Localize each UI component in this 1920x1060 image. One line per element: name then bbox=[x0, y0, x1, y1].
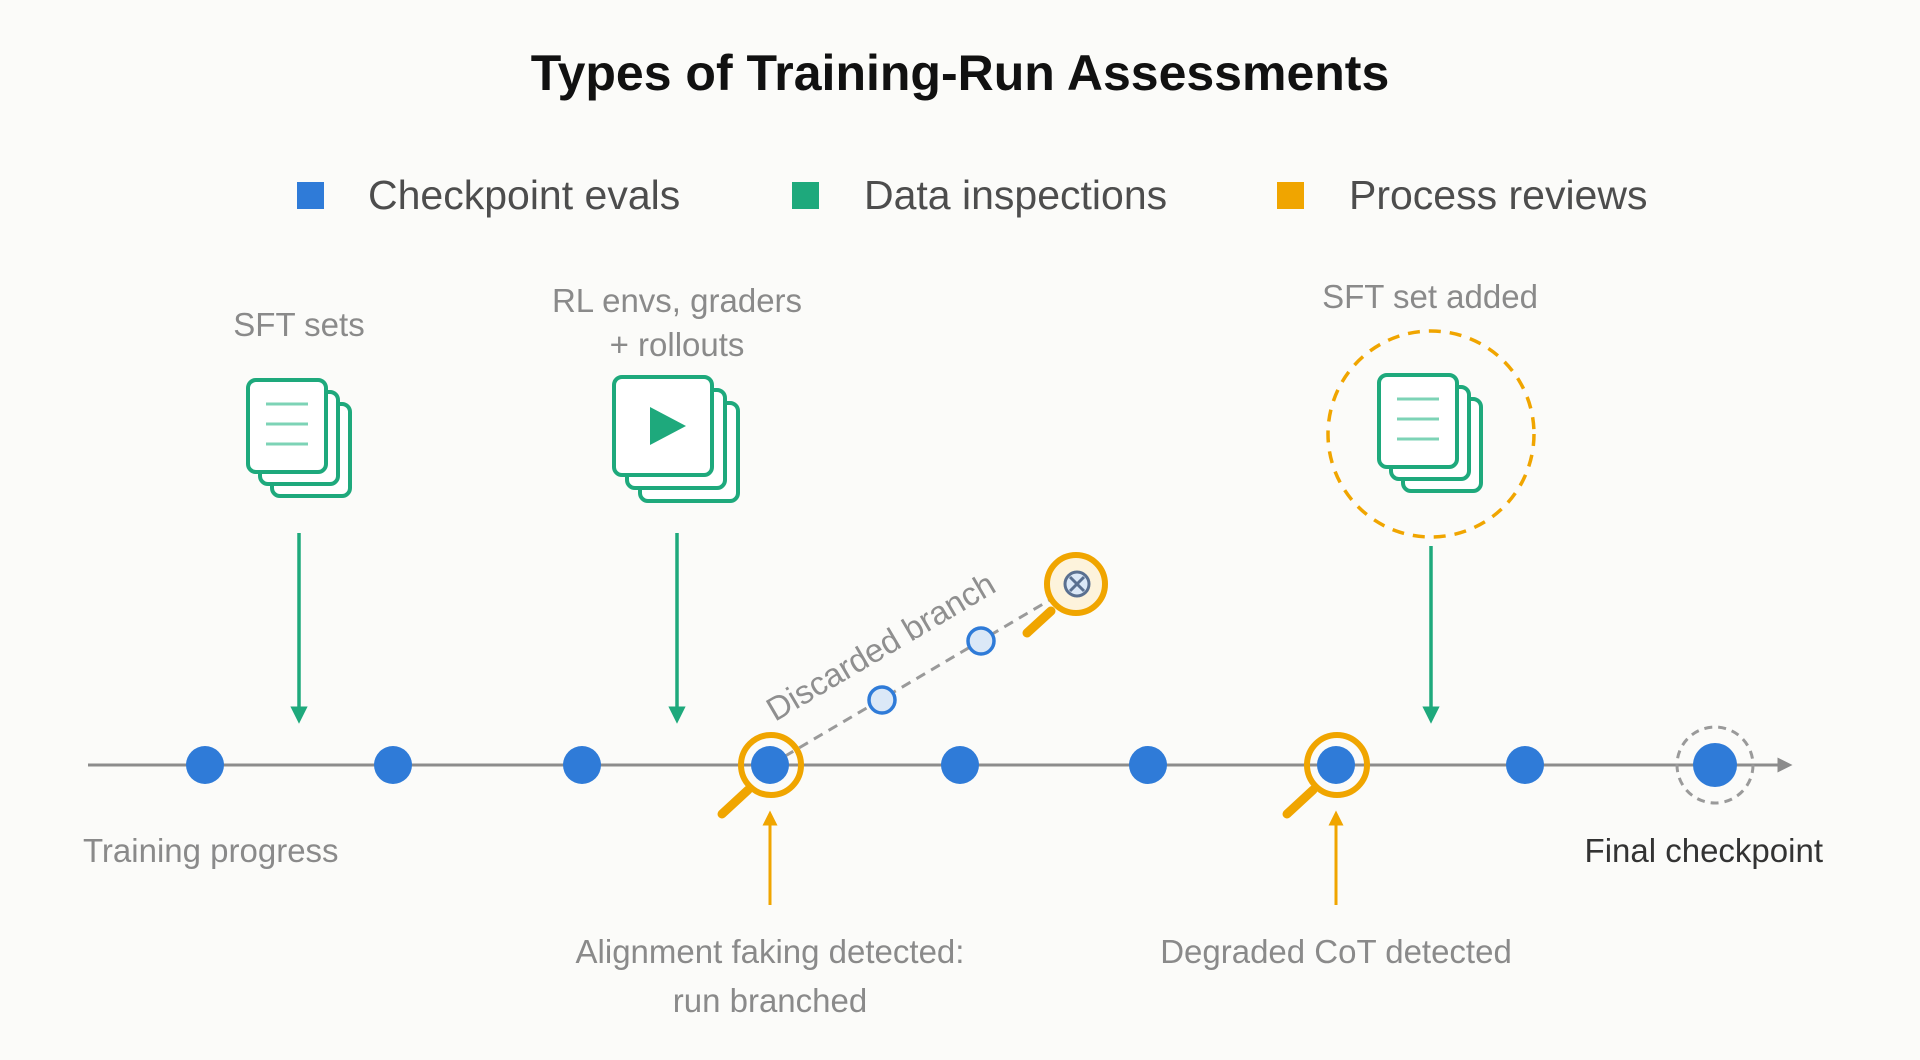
data-inspection-sft-sets: SFT sets bbox=[233, 306, 365, 724]
process-review-degraded-cot: Degraded CoT detected bbox=[1160, 732, 1512, 970]
timeline-start-label: Training progress bbox=[83, 832, 339, 869]
magnifier-icon bbox=[1022, 552, 1108, 638]
process-review-alignment: Alignment faking detected: run branched bbox=[576, 732, 965, 1019]
inspection-label: SFT sets bbox=[233, 306, 364, 343]
legend-swatch-green bbox=[792, 182, 819, 209]
branch-line bbox=[769, 582, 1078, 767]
x-circle-icon bbox=[1063, 570, 1091, 598]
checkpoint bbox=[186, 746, 224, 784]
checkpoint bbox=[563, 746, 601, 784]
review-label: Degraded CoT detected bbox=[1160, 933, 1512, 970]
diagram-title: Types of Training-Run Assessments bbox=[531, 45, 1390, 101]
magnifier-icon bbox=[1282, 732, 1370, 819]
play-stack-icon bbox=[612, 375, 740, 503]
review-highlight-ring bbox=[1326, 329, 1536, 539]
data-inspection-sft-set-added: SFT set added bbox=[1322, 278, 1538, 724]
legend-swatch-blue bbox=[297, 182, 324, 209]
review-label-line-2: run branched bbox=[673, 982, 867, 1019]
checkpoint bbox=[1506, 746, 1544, 784]
checkpoint bbox=[1317, 746, 1355, 784]
inspection-label-line-2: + rollouts bbox=[610, 326, 745, 363]
legend-label: Process reviews bbox=[1349, 172, 1647, 218]
legend-item-checkpoint-evals: Checkpoint evals bbox=[297, 172, 680, 218]
legend-item-process-reviews: Process reviews bbox=[1277, 172, 1647, 218]
document-stack-icon bbox=[1377, 373, 1483, 493]
final-checkpoint bbox=[1693, 743, 1737, 787]
inspection-label-line-1: RL envs, graders bbox=[552, 282, 802, 319]
checkpoint bbox=[1129, 746, 1167, 784]
magnifier-icon bbox=[717, 732, 804, 819]
branch-checkpoint bbox=[867, 685, 897, 715]
checkpoint bbox=[374, 746, 412, 784]
data-inspection-rl-envs: RL envs, graders + rollouts bbox=[552, 282, 802, 724]
review-label-line-1: Alignment faking detected: bbox=[576, 933, 965, 970]
legend-swatch-orange bbox=[1277, 182, 1304, 209]
inspection-label: SFT set added bbox=[1322, 278, 1538, 315]
checkpoint bbox=[751, 746, 789, 784]
final-checkpoint-ring bbox=[1675, 725, 1755, 805]
document-stack-icon bbox=[246, 378, 352, 498]
legend-label: Data inspections bbox=[864, 172, 1167, 218]
legend-label: Checkpoint evals bbox=[368, 172, 680, 218]
branch-checkpoint bbox=[966, 626, 996, 656]
timeline-end-label: Final checkpoint bbox=[1585, 832, 1823, 869]
checkpoint bbox=[941, 746, 979, 784]
legend: Checkpoint evals Data inspections Proces… bbox=[297, 172, 1647, 218]
legend-item-data-inspections: Data inspections bbox=[792, 172, 1167, 218]
checkpoints bbox=[186, 725, 1755, 805]
discarded-branch: Discarded branch bbox=[760, 552, 1108, 767]
